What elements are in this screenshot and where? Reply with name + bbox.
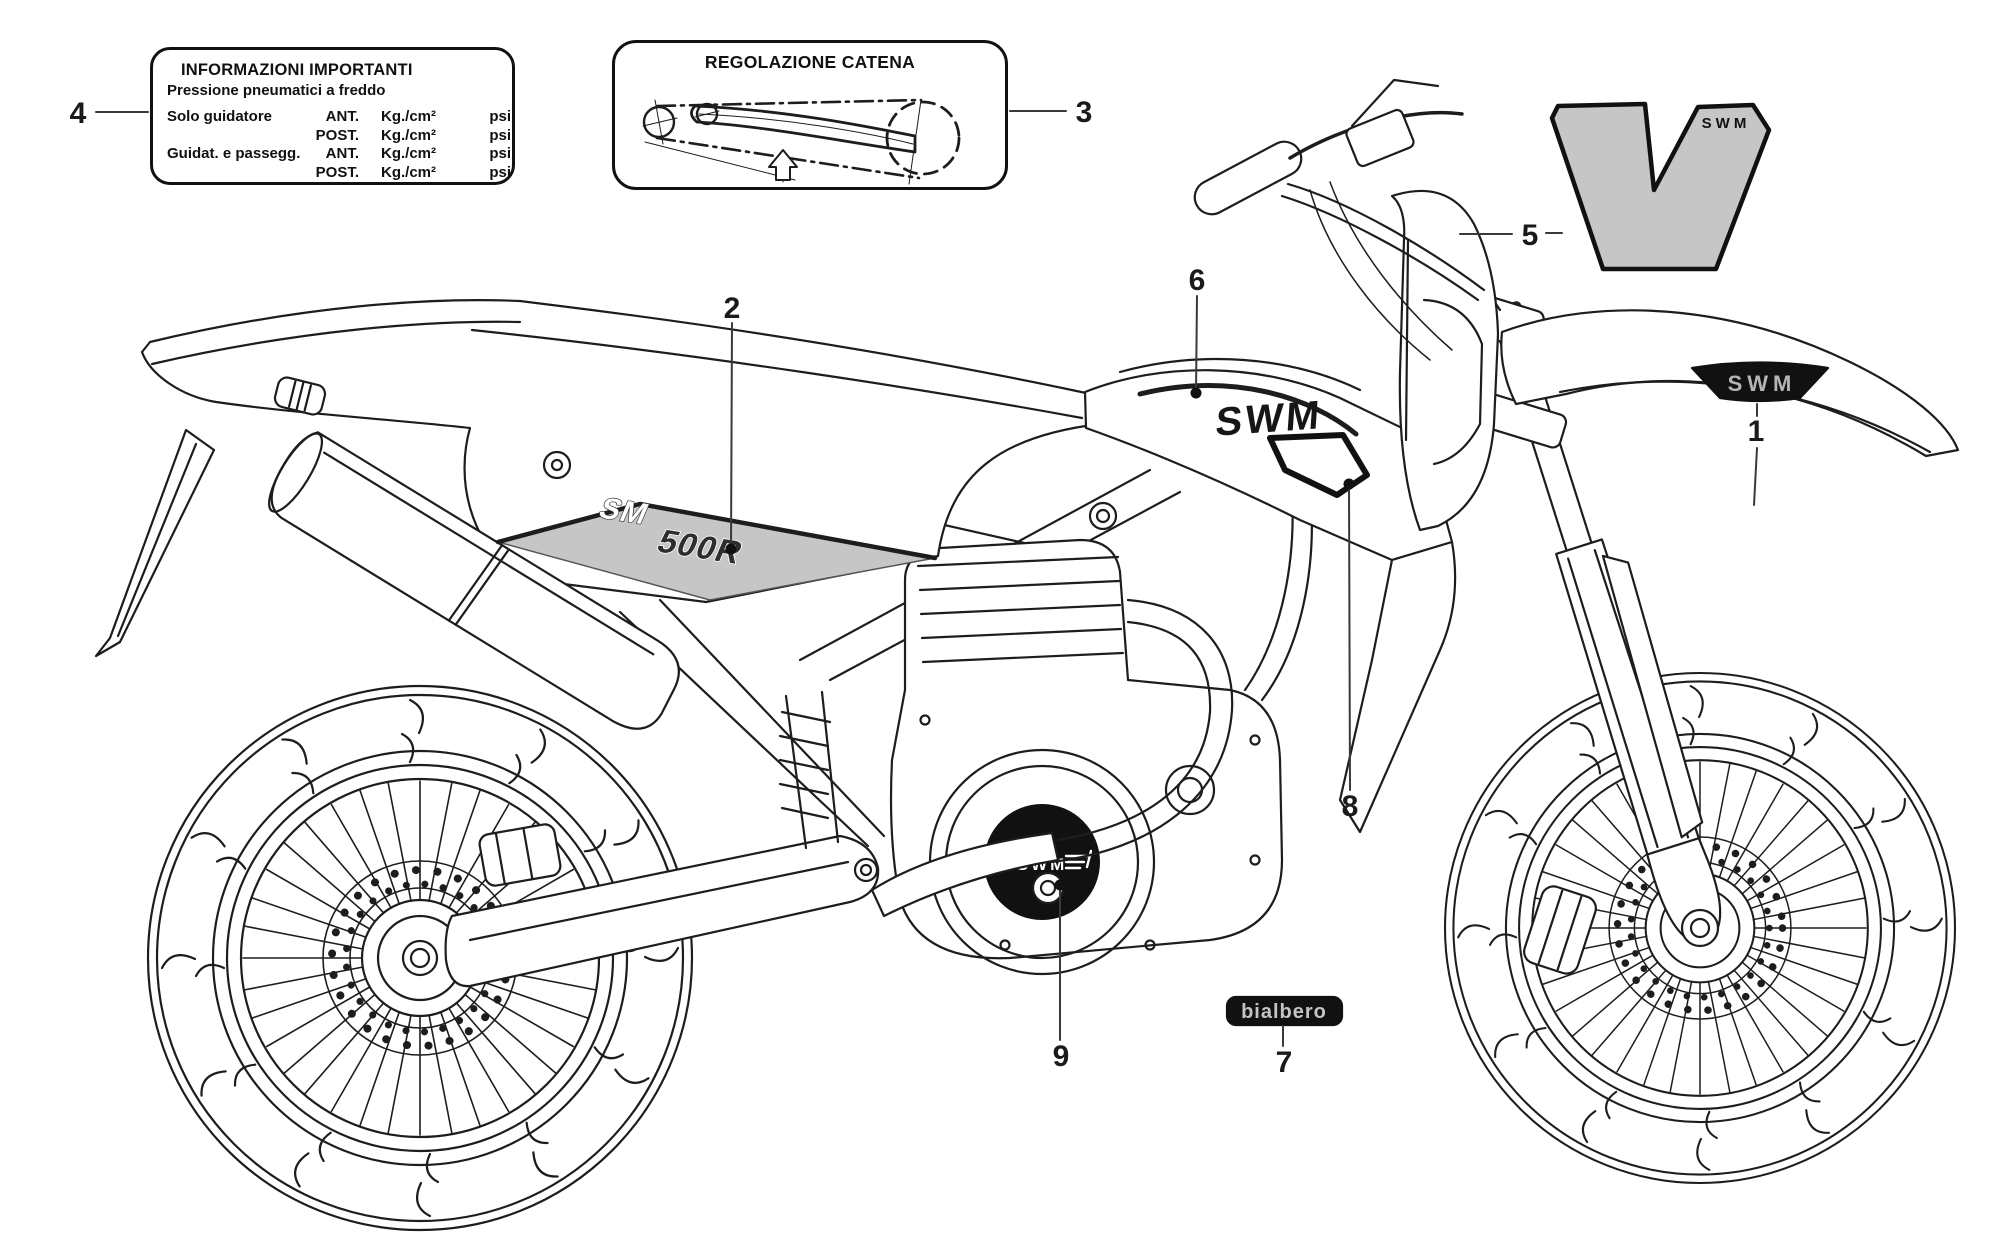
row-unit: Kg./cm² [381,126,437,144]
row-position: POST. [315,163,359,181]
row-position: ANT. [325,145,359,162]
rear-wheel [148,686,692,1230]
callout-3: 3 [1076,96,1093,129]
callout-5: 5 [1522,219,1539,252]
tank-swm-text: SWM [1214,392,1324,445]
row-psi: psi [489,108,511,125]
row-label: Solo guidatore [167,108,272,125]
row-label [167,164,315,183]
radiator-shroud-fin [1338,540,1457,834]
exhaust-muffler [268,431,680,730]
seat-base-line [470,328,1084,420]
callout-7: 7 [1276,1046,1293,1079]
info-box-title: INFORMAZIONI IMPORTANTI [181,61,413,79]
chain-box-title: REGOLAZIONE CATENA [704,52,916,72]
badge-swm-text: SWM [1728,371,1797,396]
engine: SWM [889,538,1284,976]
tail-and-seat [94,299,1102,658]
tire-pressure-info-box: INFORMAZIONI IMPORTANTI Pressione pneuma… [150,47,515,185]
decal-swm-badge: SWM [1690,361,1830,403]
row-psi: psi [489,145,511,162]
exhaust-header-pipe [870,598,1234,918]
row-label [167,127,315,146]
v-decal-swm-text: SWM [1702,115,1751,132]
decal-bialbero: bialbero [1225,995,1344,1027]
row-position: ANT. [325,108,359,125]
callout-2: 2 [724,292,741,325]
row-unit: Kg./cm² [381,163,437,181]
headlight-mask [1390,189,1500,532]
fuel-tank-shrouds [1083,357,1457,834]
fork-guard [1601,554,1704,839]
bialbero-text: bialbero [1241,1001,1327,1023]
rear-shock [778,690,840,850]
chain-adjustment-diagram [642,98,961,185]
swingarm [444,834,880,988]
handlebar [1193,78,1486,361]
row-position: POST. [315,126,359,144]
row-label: Guidat. e passegg. [167,145,301,162]
callout-1: 1 [1748,415,1765,448]
row-psi: psi [489,126,511,144]
callout-9: 9 [1053,1040,1070,1073]
callout-lines [95,110,1758,1047]
rear-brake-caliper [478,823,562,887]
arrow-up-icon [768,149,798,181]
chain-adjustment-box: REGOLAZIONE CATENA [612,40,1008,190]
callout-8: 8 [1342,790,1359,823]
tire-pressure-table: Solo guidatore ANT. Kg./cm² psi POST. Kg… [167,108,511,183]
mirror-stem [1350,78,1440,128]
callout-6: 6 [1189,264,1206,297]
info-box-subtitle: Pressione pneumatici a freddo [167,82,386,99]
callout-dots [725,387,1355,891]
decal-front-fender-v: SWM [1549,101,1772,272]
row-unit: Kg./cm² [381,145,437,162]
rear-turn-signal [273,376,327,416]
row-unit: Kg./cm² [381,108,437,125]
front-brake-caliper [1523,885,1597,975]
callout-4: 4 [70,97,87,130]
windscreen-line [1422,298,1484,466]
row-psi: psi [489,163,511,181]
